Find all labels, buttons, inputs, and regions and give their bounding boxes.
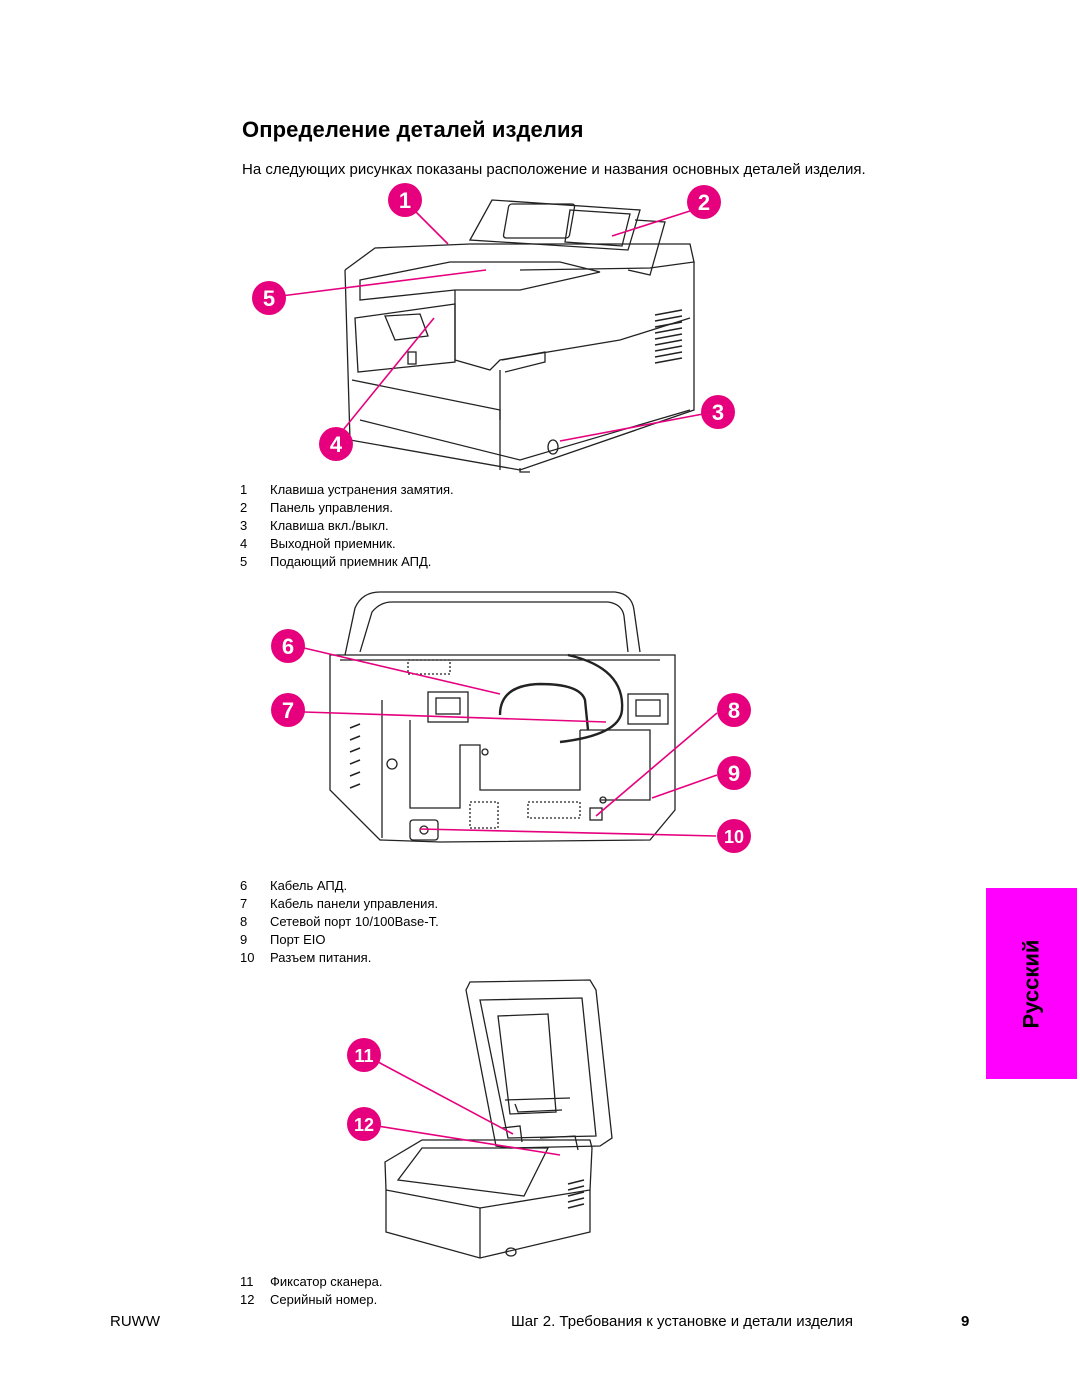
callout-2: 2 xyxy=(698,190,710,215)
callout-9: 9 xyxy=(728,761,740,786)
callout-6: 6 xyxy=(282,634,294,659)
footer-chapter-title: Шаг 2. Требования к установке и детали и… xyxy=(511,1313,853,1330)
callout-4: 4 xyxy=(330,432,343,457)
callout-1: 1 xyxy=(399,188,411,213)
language-tab-label: Русский xyxy=(1018,939,1044,1028)
callout-3: 3 xyxy=(712,400,724,425)
language-tab: Русский xyxy=(986,888,1077,1079)
callout-12: 12 xyxy=(354,1115,374,1135)
page-title: Определение деталей изделия xyxy=(242,117,584,142)
footer-left: RUWW xyxy=(110,1313,160,1330)
callout-7: 7 xyxy=(282,698,294,723)
callout-11: 11 xyxy=(354,1046,373,1066)
callout-5: 5 xyxy=(263,286,275,311)
callout-10: 10 xyxy=(724,827,744,847)
intro-text: На следующих рисунках показаны расположе… xyxy=(242,161,866,178)
callout-8: 8 xyxy=(728,698,740,723)
page-number: 9 xyxy=(961,1313,970,1330)
